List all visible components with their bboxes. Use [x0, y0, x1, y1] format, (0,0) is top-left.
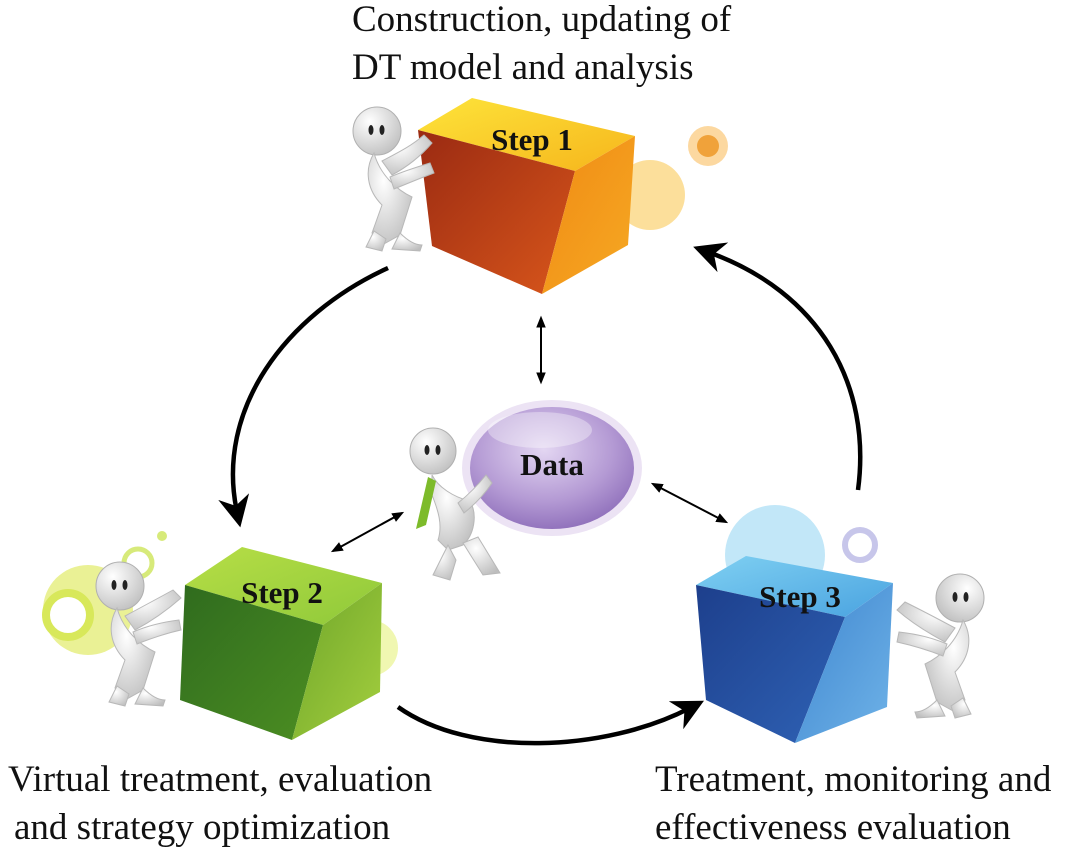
step-2-cube: Step 2	[180, 547, 382, 740]
data-node: Data	[462, 400, 642, 536]
step-3-cube: Step 3	[696, 556, 893, 743]
step-1-cube: Step 1	[418, 98, 635, 294]
figure-pushing-icon	[95, 561, 182, 707]
data-label: Data	[520, 447, 584, 482]
step-1-caption-line-1: Construction, updating of	[352, 0, 732, 40]
step-3-caption: Treatment, monitoring and effectiveness …	[655, 756, 1051, 852]
step-1-caption-line-2: DT model and analysis	[352, 47, 694, 88]
step-2-label: Step 2	[241, 575, 323, 610]
step-2-caption-line-1: Virtual treatment, evaluation	[8, 759, 433, 800]
step-3-caption-line-2: effectiveness evaluation	[655, 807, 1011, 848]
step-1-caption: Construction, updating of DT model and a…	[352, 0, 731, 92]
step-2-caption: Virtual treatment, evaluation and strate…	[8, 756, 432, 852]
cycle-arrow-icon	[396, 700, 704, 746]
step-1-label: Step 1	[491, 122, 573, 157]
figure-pushing-icon	[896, 573, 985, 719]
decorative-circle-icon	[615, 126, 728, 230]
double-arrow-icon	[330, 511, 405, 553]
cycle-arrow-icon	[218, 265, 389, 528]
step-3-label: Step 3	[759, 579, 841, 614]
figure-pushing-icon	[352, 106, 435, 252]
cycle-arrow-icon	[693, 242, 863, 491]
step-3-caption-line-1: Treatment, monitoring and	[655, 759, 1052, 800]
double-arrow-icon	[650, 482, 729, 524]
step-2-caption-line-2: and strategy optimization	[14, 807, 391, 848]
figure-carrying-icon	[409, 427, 501, 581]
